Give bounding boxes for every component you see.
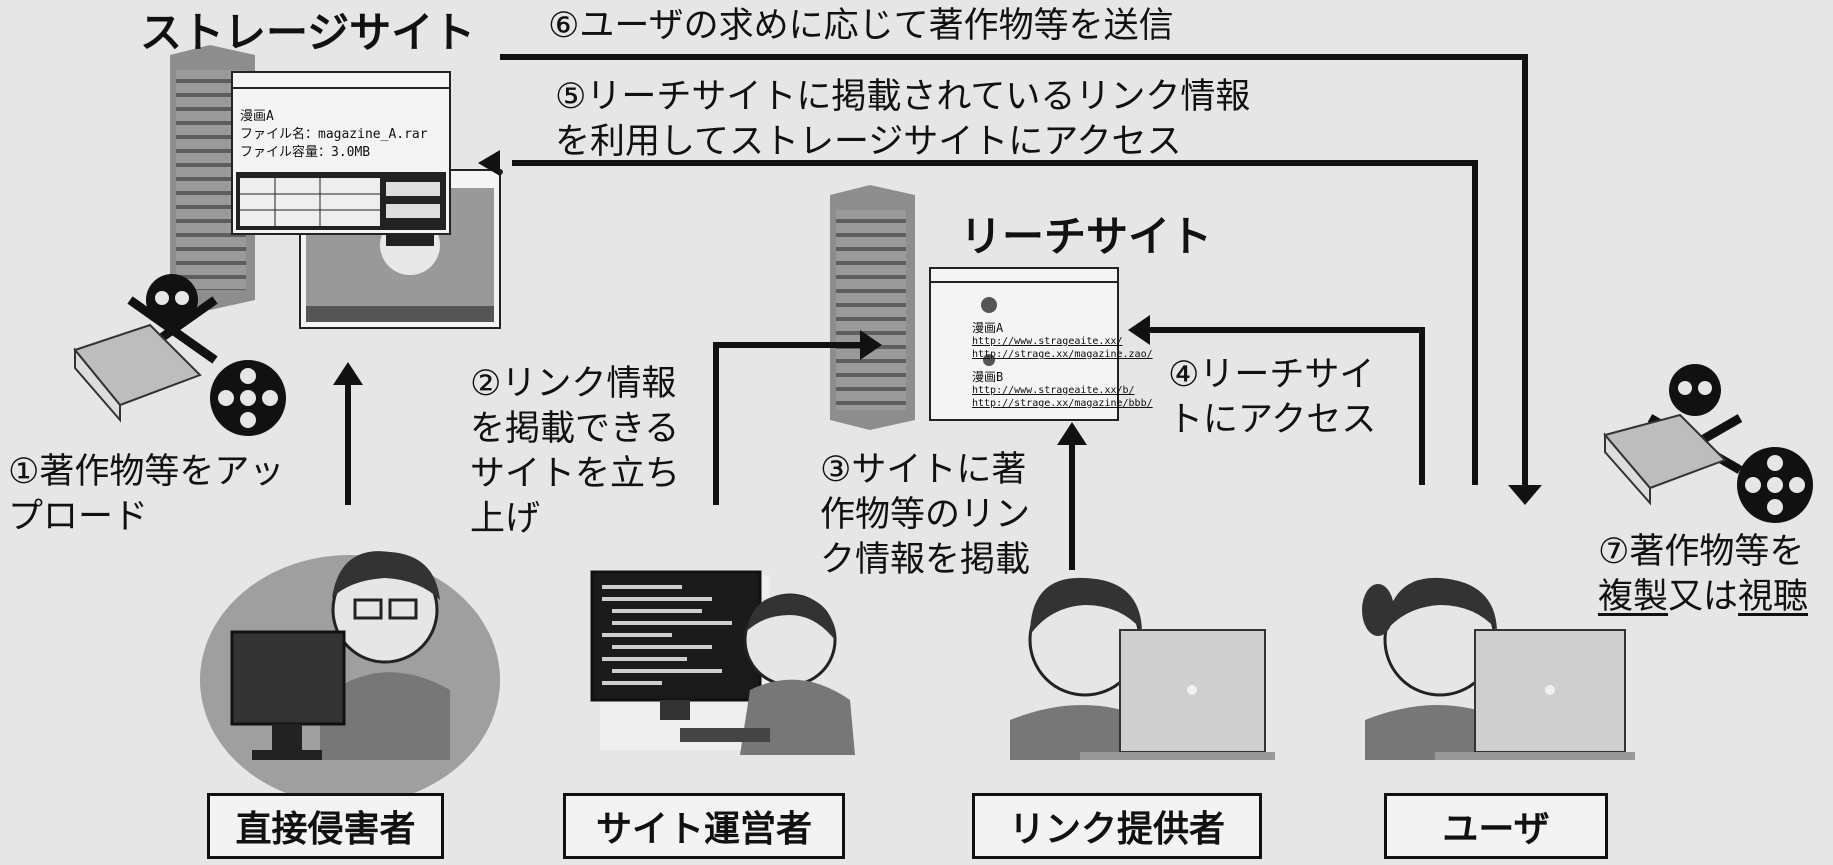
leech-link-2b[interactable]: http://strage.xx/magazine/bbb/ [972,398,1153,409]
step5-line2: を利用してストレージサイトにアクセス [555,122,1182,162]
role-direct-infringer: 直接侵害者 [207,793,444,859]
leech-link-1b[interactable]: http://strage.xx/magazine.zao/ [972,349,1153,360]
arrow-step4 [1150,327,1425,485]
storage-file-window [231,71,451,235]
user-illustration [1362,577,1635,760]
leech-link-1a[interactable]: http://www.strageaite.xx/ [972,336,1123,347]
step7-label: ⑦著作物等を 複製又は視聴 [1598,530,1808,620]
monitor-icon [230,630,346,760]
step2-label: ②リンク情報 を掲載できる サイトを立ち 上げ [470,362,680,542]
leech-window-text: 漫画A http://www.strageaite.xx/ http://str… [972,322,1153,410]
step7-line1: ⑦著作物等を [1598,532,1805,572]
step1-line1: ①著作物等をアッ [8,452,285,492]
direct-infringer-illustration [200,551,500,805]
step3-line3: ク情報を掲載 [820,540,1031,580]
role-site-operator: サイト運営者 [563,793,845,859]
arrow-step5 [512,160,1478,485]
laptop-icon [1435,629,1635,760]
step3-label: ③サイトに著 作物等のリン ク情報を掲載 [820,448,1030,583]
storage-window-text: 漫画A ファイル名：magazine_A.rar ファイル容量：3.0MB [240,108,428,162]
leech-item-1: 漫画A [972,321,1004,335]
storage-window-filename: ファイル名：magazine_A.rar [240,127,428,142]
step6-label: ⑥ユーザの求めに応じて著作物等を送信 [548,6,1174,46]
arrowheads [333,150,1542,505]
step1-label: ①著作物等をアッ プロード [8,450,284,540]
step2-line3: サイトを立ち [470,454,681,494]
storage-window-title: 漫画A [240,109,274,124]
step3-line2: 作物等のリン [820,495,1031,535]
step5-label: ⑤リーチサイトに掲載されているリンク情報 を利用してストレージサイトにアクセス [555,75,1250,165]
step7-view: 視聴 [1738,577,1809,617]
book-icon [73,323,202,423]
storage-site-title: ストレージサイト [140,8,476,57]
film-reel-icon-right [1737,447,1813,523]
step4-line1: ④リーチサイ [1168,355,1375,395]
role-link-provider: リンク提供者 [972,793,1262,859]
step3-line1: ③サイトに著 [820,450,1027,490]
step4-line2: トにアクセス [1168,400,1377,440]
step4-label: ④リーチサイ トにアクセス [1168,353,1376,443]
arrow-step2 [713,342,860,505]
step7-line2: 複製又は視聴 [1598,575,1808,620]
leech-site-window [929,267,1119,421]
step7-copy: 複製 [1598,577,1669,617]
laptop-icon [1080,629,1275,760]
arrow-step6 [500,54,1528,485]
monitor-icon [590,570,762,720]
leech-site-title: リーチサイト [960,212,1213,261]
book-icon-right [1603,413,1727,506]
step2-line4: 上げ [470,499,541,539]
step1-line2: プロード [8,497,149,537]
leech-server-icon [830,185,915,430]
link-provider-illustration [1010,577,1275,760]
storage-window-filesize: ファイル容量：3.0MB [240,145,371,160]
film-reel-icon [210,360,286,436]
leech-link-2a[interactable]: http://www.strageaite.xx/b/ [972,385,1135,396]
role-user: ユーザ [1384,793,1608,859]
site-operator-illustration [590,570,855,755]
step7-or: 又は [1668,577,1739,617]
flow-arrows [345,54,1528,570]
step2-line1: ②リンク情報 [470,364,677,404]
leech-item-2: 漫画B [972,370,1004,384]
step5-line1: ⑤リーチサイトに掲載されているリンク情報 [555,77,1251,117]
step2-line2: を掲載できる [470,409,680,449]
